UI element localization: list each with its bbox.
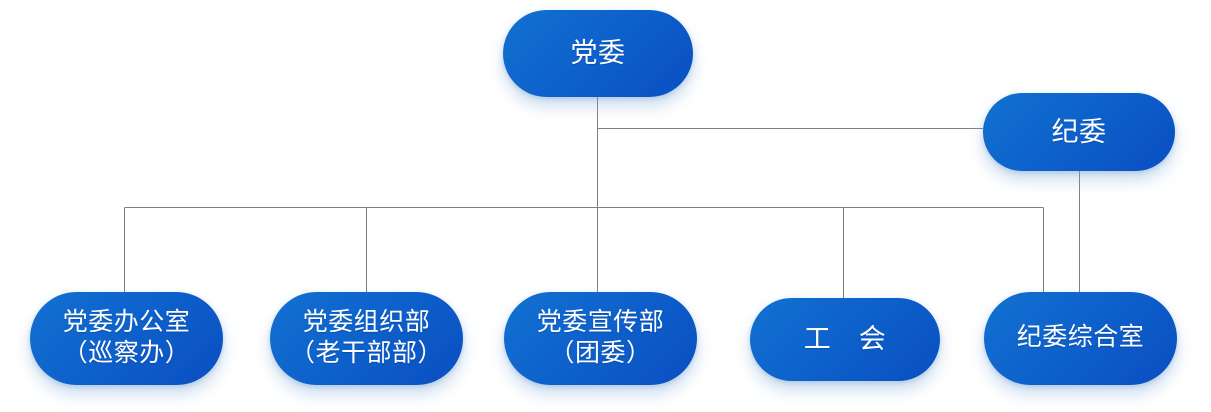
org-node-label: 纪委 bbox=[1051, 116, 1107, 147]
org-node-labor-union[interactable]: 工 会 bbox=[750, 298, 940, 381]
org-node-label: 党委宣传部 （团委） bbox=[536, 309, 665, 367]
org-node-organization-department[interactable]: 党委组织部 （老干部部） bbox=[270, 292, 463, 385]
org-node-label: 工 会 bbox=[803, 324, 887, 355]
org-node-label: 党委组织部 （老干部部） bbox=[289, 309, 443, 367]
org-node-label: 党委办公室 （巡察办） bbox=[62, 309, 191, 367]
org-node-discipline-general-office[interactable]: 纪委综合室 bbox=[984, 292, 1177, 385]
org-node-party-committee[interactable]: 党委 bbox=[503, 10, 693, 97]
org-node-discipline-commission[interactable]: 纪委 bbox=[983, 93, 1175, 171]
org-node-label: 党委 bbox=[570, 38, 626, 69]
org-node-propaganda-department[interactable]: 党委宣传部 （团委） bbox=[504, 292, 697, 385]
org-node-party-committee-office[interactable]: 党委办公室 （巡察办） bbox=[30, 292, 223, 385]
org-node-label: 纪委综合室 bbox=[1016, 324, 1145, 352]
